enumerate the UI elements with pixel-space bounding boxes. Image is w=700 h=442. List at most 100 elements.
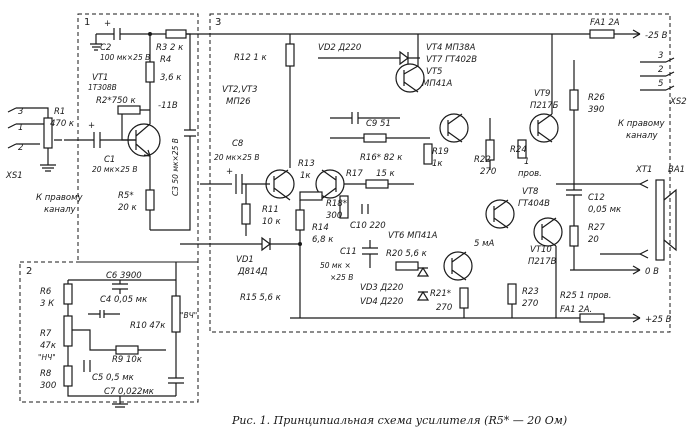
- vt5-label: VT5: [426, 67, 442, 77]
- xs2-label: XS2: [669, 97, 687, 107]
- vd1-label: VD1: [236, 255, 254, 265]
- r14-label: R14: [312, 223, 329, 233]
- c8-label: C8: [232, 139, 244, 149]
- figure-caption: Рис. 1. Принципиальная схема усилителя (…: [231, 414, 567, 427]
- vt8-transistor: [485, 199, 515, 229]
- c5-symbol: [83, 360, 91, 372]
- output-connectors: 3 2 5 XS2 К правому каналу XT1 BA1: [600, 51, 687, 261]
- r14-resistor: [295, 209, 305, 231]
- vt5-type: МП41А: [422, 79, 453, 89]
- vt23-type: МП26: [226, 97, 251, 107]
- r7-value: 47к: [40, 341, 57, 351]
- xs1-label: XS1: [5, 171, 23, 181]
- r14-value: 6,8 к: [312, 235, 334, 245]
- r13-value: 1к: [300, 171, 311, 181]
- r20-resistor: [395, 261, 419, 271]
- r18-label: R18*: [326, 199, 347, 209]
- r16-label: R16* 82 к: [360, 153, 403, 163]
- block-2-border: [19, 261, 199, 403]
- c11-label: C11: [340, 247, 357, 257]
- r1-value: 470 к: [50, 119, 75, 129]
- vt4-transistor: [395, 63, 425, 93]
- svg-text:+: +: [104, 19, 111, 29]
- r24-value-1: 1: [524, 157, 529, 167]
- r22-value: 270: [480, 167, 496, 177]
- r20-label: R20 5,6 к: [386, 249, 428, 259]
- c4-label: C4 0,05 мк: [100, 295, 148, 305]
- block-2-tone: R6 3 К C6 3900 C4 0,05 мк R7 47к "НЧ" R1…: [38, 262, 197, 408]
- r3-resistor: [165, 29, 187, 39]
- speaker-body: [655, 179, 665, 261]
- pos-rail-label: +25 В: [645, 315, 672, 325]
- c6-label: C6 3900: [106, 271, 142, 281]
- svg-text:+: +: [88, 121, 95, 131]
- r13-potentiometer: [299, 191, 323, 201]
- xs1-pin-2: 2: [18, 143, 23, 153]
- c8-value: 20 мк×25 В: [214, 153, 259, 162]
- c8-symbol: [200, 174, 270, 194]
- vch-label: "ВЧ": [180, 311, 197, 320]
- vd4-diode: [416, 290, 430, 301]
- c9-label: C9 51: [366, 119, 391, 129]
- xs1-note-2: каналу: [44, 205, 77, 215]
- xs2-pin-5: 5: [658, 79, 663, 89]
- vt10-type: П217В: [528, 257, 557, 267]
- r15-label: R15 5,6 к: [240, 293, 282, 303]
- vt1-leads: [135, 110, 151, 190]
- c6-symbol: [112, 280, 128, 294]
- block-3-label: 3: [215, 17, 221, 28]
- c10-symbol: [361, 204, 369, 214]
- c2-label: C2: [100, 43, 111, 53]
- ba1-label: BA1: [668, 165, 685, 175]
- vt8-label: VT8: [522, 187, 539, 197]
- r5-resistor: [145, 189, 155, 211]
- r8-resistor: [63, 365, 73, 387]
- r7-potentiometer: [63, 315, 73, 347]
- r17-label: R17: [346, 169, 363, 179]
- c11-symbol: [362, 240, 378, 268]
- vd1-type: Д814Д: [237, 267, 268, 277]
- r26-resistor: [569, 89, 579, 111]
- r17-resistor: [365, 179, 389, 189]
- r27-resistor: [569, 225, 579, 247]
- vt1-label: VT1: [92, 73, 108, 83]
- r7-label: R7: [40, 329, 52, 339]
- c12-symbol: [566, 184, 582, 226]
- block-1-preamp: + C2 100 мк×25 В R3 2 к R4 3,6 к -11В VT…: [64, 19, 196, 231]
- vt1-type: 1Т308В: [88, 83, 117, 92]
- vt6-label: VT6 МП41А: [388, 231, 438, 241]
- r21-value: 270: [436, 303, 452, 313]
- r19-value: 1к: [432, 159, 443, 169]
- vd3-label: VD3 Д220: [360, 283, 403, 293]
- r21-resistor: [459, 287, 469, 309]
- neg-rail-label: -25 В: [645, 31, 668, 41]
- r12-label: R12 1 к: [234, 53, 268, 63]
- vt9-transistor: [529, 113, 559, 143]
- r2-resistor: [117, 105, 141, 115]
- vt10-transistor: [533, 217, 563, 247]
- vt4-label: VT4 МП38А: [426, 43, 476, 53]
- r24-resistor: [517, 139, 527, 159]
- r17-value: 15 к: [376, 169, 396, 179]
- nch-label: "НЧ": [38, 353, 56, 362]
- c1-symbol: [64, 132, 136, 148]
- c7-label: C7 0,022мк: [104, 387, 155, 397]
- xs1-note-1: К правому: [36, 193, 84, 203]
- r4-value: 3,6 к: [160, 73, 182, 83]
- r27-value: 20: [588, 235, 599, 245]
- fa1-bottom-label: FA1 2А.: [560, 305, 592, 315]
- xs1-pin-1: 1: [18, 123, 23, 133]
- r19-label: R19: [432, 147, 449, 157]
- svg-text:+: +: [226, 167, 233, 177]
- r19-potentiometer: [423, 143, 433, 165]
- xs2-pin-2: 2: [658, 65, 663, 75]
- block-1-label: 1: [84, 17, 90, 28]
- c12-label: C12: [588, 193, 605, 203]
- c11-value-2: ×25 В: [330, 273, 353, 282]
- r5-value: 20 к: [118, 203, 138, 213]
- c9-symbol: [330, 112, 400, 124]
- vt9-label: VT9: [534, 89, 550, 99]
- r11-value: 10 к: [262, 217, 282, 227]
